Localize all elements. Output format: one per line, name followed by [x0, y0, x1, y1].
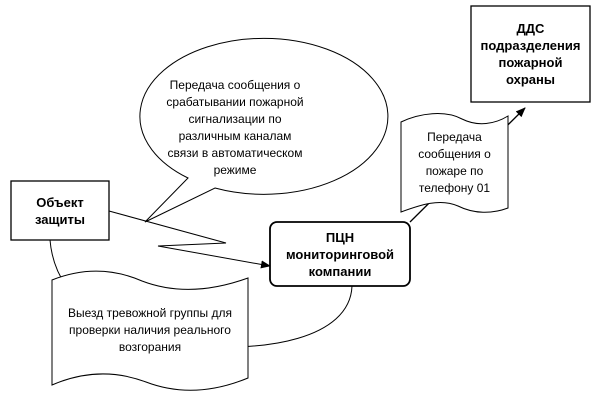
bubble-label: Передача сообщения о срабатывании пожарн…	[166, 78, 304, 177]
dds-box	[470, 5, 591, 103]
phone-doc-shape	[400, 113, 509, 213]
response-doc-shape	[51, 270, 249, 391]
lightning-connector	[108, 210, 271, 269]
dds-label: ДДС подразделения пожарной охраны	[480, 21, 581, 87]
pcn-box	[269, 221, 411, 287]
speech-bubble	[139, 37, 389, 223]
object-label: Объект защиты	[35, 194, 85, 227]
object-box	[10, 180, 110, 241]
pcn-label: ПЦН мониторинговой компании	[285, 229, 395, 279]
phone-doc-label: Передача сообщения о пожаре по телефону …	[418, 130, 491, 195]
response-doc-label: Выезд тревожной группы для проверки нали…	[68, 305, 232, 354]
